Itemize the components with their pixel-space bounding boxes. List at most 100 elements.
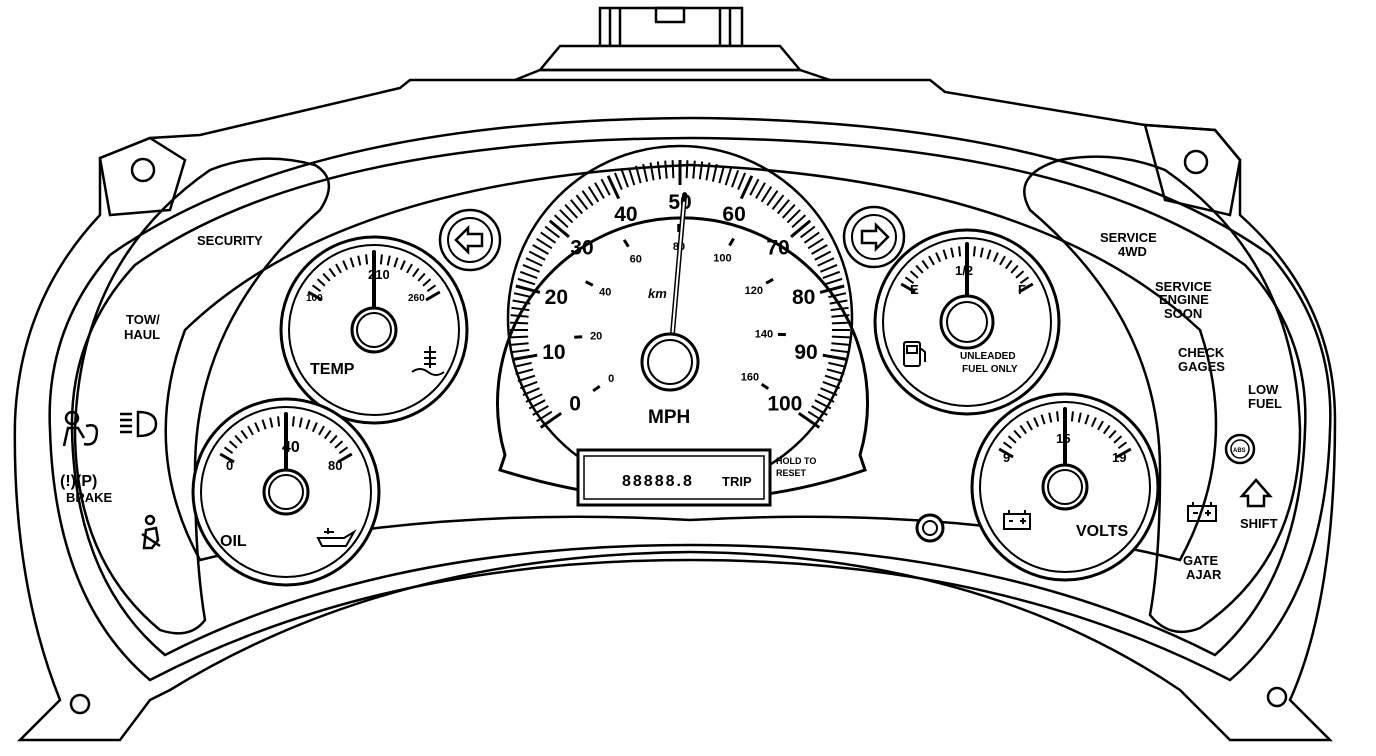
oil-gauge: 0 40 80 OIL [191,397,381,587]
gauge-tick [349,257,355,268]
speed-tick [519,270,538,279]
mph-tick-label: 30 [570,237,593,260]
speed-tick [830,306,849,312]
speed-tick [797,411,821,429]
speed-tick [814,250,832,261]
temp-max-label: 260 [408,293,425,304]
gauge-tick [328,267,337,278]
speed-tick [513,292,532,299]
mph-label: MPH [648,407,690,428]
speed-tick [522,387,540,396]
speed-tick [791,214,807,229]
speed-tick [544,225,561,239]
gauge-tick [979,247,984,258]
speed-tick [510,314,529,318]
gauge-tick [1007,435,1017,444]
fuel-empty-label: E [910,282,919,297]
speed-tick [820,264,838,273]
speed-tick [635,165,642,184]
speed-tick [807,237,824,250]
battery-icon [1003,510,1031,530]
speed-tick [819,284,845,294]
gauge-tick [261,419,267,430]
service-4wd-indicator-line1: SERVICE [1100,230,1157,245]
gauge-tick [1108,429,1117,439]
mph-tick-label: 50 [668,191,691,214]
speed-tick [532,244,549,255]
speed-tick [820,387,838,396]
speed-tick [569,199,584,215]
gauge-tick [335,263,342,274]
gauge-tick [411,267,420,278]
speed-tick [811,244,828,255]
gauge-tick [277,416,281,427]
volts-min-label: 9 [1003,450,1010,465]
gauge-tick [900,282,916,294]
speed-tick [620,169,629,188]
speed-tick [826,368,845,375]
gauge-tick [342,260,349,271]
trip-reset-button-label-1: HOLD TO [776,456,816,466]
km-label: km [648,286,667,301]
speed-tick [539,411,563,429]
mounting-ears [69,123,1288,715]
kmh-tick [760,382,770,390]
speed-tick [512,299,531,305]
gauge-tick [998,447,1014,459]
speed-tick [760,186,773,203]
gate-ajar-indicator-line2: AJAR [1186,567,1222,582]
speed-tick [522,264,540,273]
gauge-tick [999,255,1006,266]
speed-tick [656,161,662,180]
speed-tick [776,199,791,215]
speed-tick [781,203,796,219]
speed-tick [642,163,649,182]
speed-tick [711,163,718,182]
seatbelt-icon [141,514,161,550]
gauge-tick [305,419,311,430]
kmh-tick [584,280,594,287]
trip-label: TRIP [722,474,752,489]
speed-tick [822,353,848,361]
speed-tick [685,160,689,179]
speed-tick [614,172,623,190]
gauge-tick [1002,441,1013,450]
gauge-tick [254,422,261,433]
speed-tick [600,178,611,196]
mph-tick-label: 80 [792,286,815,309]
shift-arrow-icon [1239,478,1273,508]
gauge-tick [223,446,234,455]
speed-tick [766,190,779,207]
speed-tick [830,348,849,354]
speed-tick [513,361,532,368]
speed-tick [731,169,740,188]
speed-tick [606,175,621,200]
left-turn-signal-icon [438,208,502,272]
gauge-tick [311,422,318,433]
left-pod [73,157,330,635]
speed-tick [831,342,850,346]
inner-bezel [70,136,1307,657]
speed-tick [831,335,850,339]
speed-tick [671,160,675,179]
temp-gauge: 100 210 260 TEMP [279,235,469,425]
gauge-tick [986,249,992,260]
gauge-tick [1010,264,1019,274]
gauge-tick [992,252,999,263]
check-gages-indicator-line1: CHECK [1178,345,1225,360]
speed-tick [786,209,801,224]
abs-label: ABS [1233,448,1246,454]
speed-tick [807,410,824,423]
speed-tick [627,167,636,186]
fuel-gauge: E 1/2 F UNLEADED FUEL ONLY [873,228,1061,416]
gauge-tick [316,278,326,287]
speed-tick [528,250,546,261]
kmh-tick-label: 140 [755,329,773,341]
gauge-tick [334,440,344,449]
gauge-tick [935,252,942,263]
gauge-tick [1097,420,1104,431]
kmh-tick-label: 100 [713,253,731,265]
fuel-pump-icon [903,341,926,367]
gauge-tick [1070,411,1074,422]
